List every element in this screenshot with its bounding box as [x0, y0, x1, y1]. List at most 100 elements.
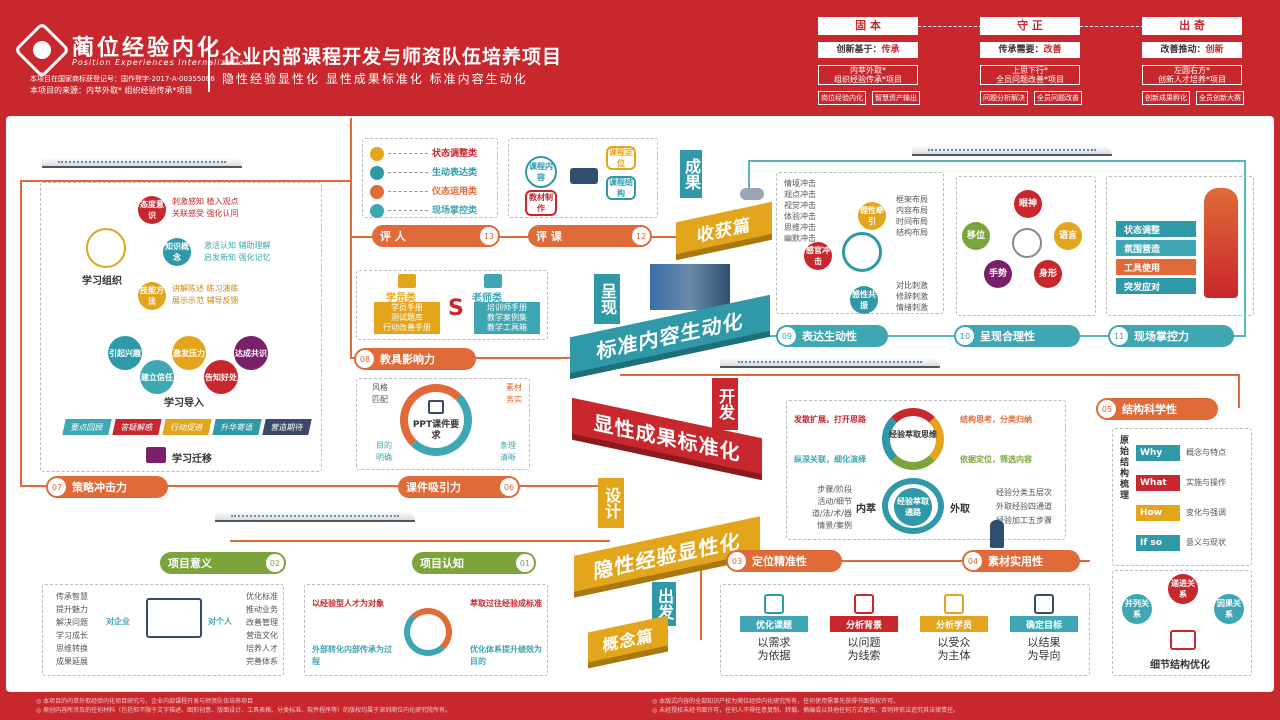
transfer-item: 行动促进	[162, 419, 212, 435]
move-node: 移位	[962, 222, 990, 250]
content-panel	[6, 116, 1274, 692]
footer-note: ◎ 未经授权未经书面许可，任何人不得任意复制、转载、摘编或以其他任何方式使用，否…	[652, 707, 960, 714]
legend-item: 仪态运用类	[370, 182, 477, 201]
goal-item: 确定目标 以结果 为导向	[1010, 594, 1078, 662]
goal-icon	[944, 594, 964, 614]
cognition-item: 外部转化内部传承为过程	[312, 645, 392, 666]
speaker-figure-icon	[1204, 188, 1238, 298]
path-line	[700, 560, 1090, 562]
state-item: 状态调整	[1116, 221, 1196, 237]
column-box: 全员问题改善	[1034, 91, 1082, 105]
student-title: 学员类	[386, 293, 416, 304]
train-icon	[912, 146, 1112, 156]
transfer-item: 营造期待	[262, 419, 312, 435]
source-note: 本项目的来源：内萃外取* 组织经验传承*项目	[30, 86, 193, 95]
legend-dot-icon	[370, 203, 384, 218]
ppt-item: 目的明确	[376, 441, 392, 462]
path-line	[230, 540, 610, 542]
achievement-tag: 成果	[680, 150, 702, 198]
skill-text-2: 展示示范 辅导反馈	[172, 296, 239, 305]
speech-node: 语言	[1054, 222, 1082, 250]
train-icon	[215, 512, 415, 522]
column-head: 出 奇	[1142, 17, 1242, 35]
column-strip: 传承需要：改善	[980, 42, 1080, 58]
state-item: 突发应对	[1116, 278, 1196, 294]
footer-note: ◎ 本项目的内萃外取经验内化项目研究与，企业内部课程开发与师资队伍培养项目	[36, 698, 254, 705]
header-column-1: 固 本	[818, 17, 918, 35]
ppt-center: PPT课件要求	[412, 420, 460, 441]
path-line	[700, 560, 702, 640]
attitude-text-2: 关联感受 强化认同	[172, 209, 239, 218]
goals-box	[720, 584, 1090, 676]
column-box: 创新成果孵化	[1142, 91, 1190, 105]
extract-think: 经验萃取思维	[889, 430, 937, 439]
extract-tr: 结构思考，分类归纳	[960, 415, 1032, 424]
senses-list: 情境冲击观点冲击视觉冲击体验冲击思维冲击幽默冲击	[784, 179, 816, 243]
course-position-node: 课程定位	[606, 146, 636, 170]
cognition-box	[304, 584, 548, 676]
structure-vertical: 原始结构梳理	[1120, 436, 1130, 501]
detail-box	[1112, 570, 1252, 676]
gesture-node: 手势	[984, 260, 1012, 288]
legend-dot-icon	[370, 146, 384, 161]
column-desc: 左圆右方*创新人才培养*项目	[1142, 65, 1242, 85]
path-line	[20, 180, 350, 182]
legend-box	[362, 138, 498, 218]
design-tag: 设计	[598, 478, 624, 528]
airplane-icon	[740, 188, 764, 200]
layout-list: 框架布局内容布局时间布局结构布局	[896, 195, 928, 237]
legend-list: 状态调整类 生动表达类 仪态运用类 现场掌控类	[370, 144, 477, 220]
path-line	[1244, 160, 1246, 336]
detail-node: 递进关系	[1168, 574, 1198, 604]
path-line	[748, 160, 750, 200]
ppt-item: 条理清晰	[500, 441, 516, 462]
learning-box	[40, 182, 322, 472]
show-tag: 呈现	[594, 274, 620, 324]
ppt-item: 风格匹配	[372, 383, 388, 404]
learning-intro-title: 学习导入	[164, 398, 204, 409]
emotional-circle: 感性共振	[850, 286, 878, 314]
path-line	[20, 485, 600, 487]
meaning-left-list: 传承智慧提升魅力解决问题学习成长思维转换成果延展	[56, 592, 88, 666]
study-book-icon	[86, 228, 126, 268]
course-material-node: 教材制作	[525, 190, 557, 216]
transfer-bar: 要点回顾 答疑解惑 行动促进 升华寄语 营造期待	[62, 419, 312, 435]
project-title: 企业内部课程开发与师资队伍培养项目	[222, 46, 563, 68]
column-head: 固 本	[818, 17, 918, 35]
brand-name: 蔺位经验内化	[72, 35, 223, 61]
column-strip-key: 改善	[1043, 45, 1062, 55]
header-dash	[918, 26, 982, 27]
brand-name-en: Position Experiences Internalization	[72, 58, 251, 67]
envelope-icon	[146, 598, 202, 638]
extract-box	[786, 400, 1066, 540]
develop-tag: 开发	[712, 378, 738, 430]
brain-head-icon	[842, 232, 882, 272]
column-head: 守 正	[980, 17, 1080, 35]
posture-node: 身形	[1034, 260, 1062, 288]
outer-list: 经验分类五层次外取经验四通道经验加工五步骤	[996, 488, 1052, 525]
legend-item: 现场掌控类	[370, 201, 477, 220]
intro-node: 激发压力	[172, 336, 206, 370]
structure-box	[1112, 428, 1252, 566]
path-line	[350, 236, 680, 238]
skill-circle: 技能方法	[138, 282, 166, 310]
course-structure-node: 课程结构	[606, 176, 636, 200]
goal-icon	[764, 594, 784, 614]
column-desc: 内萃外取*组织经验传承*项目	[818, 65, 918, 85]
hierarchy-icon	[1170, 630, 1196, 650]
thinking-ring	[882, 408, 944, 470]
document-icon	[428, 400, 444, 414]
detail-node: 因果关系	[1214, 594, 1244, 624]
column-box: 问题分析解决	[980, 91, 1028, 105]
person-icon	[990, 520, 1004, 548]
student-icon	[398, 274, 416, 288]
goal-item: 分析学员 以受众 为主体	[920, 594, 988, 662]
path-line	[1238, 374, 1240, 408]
